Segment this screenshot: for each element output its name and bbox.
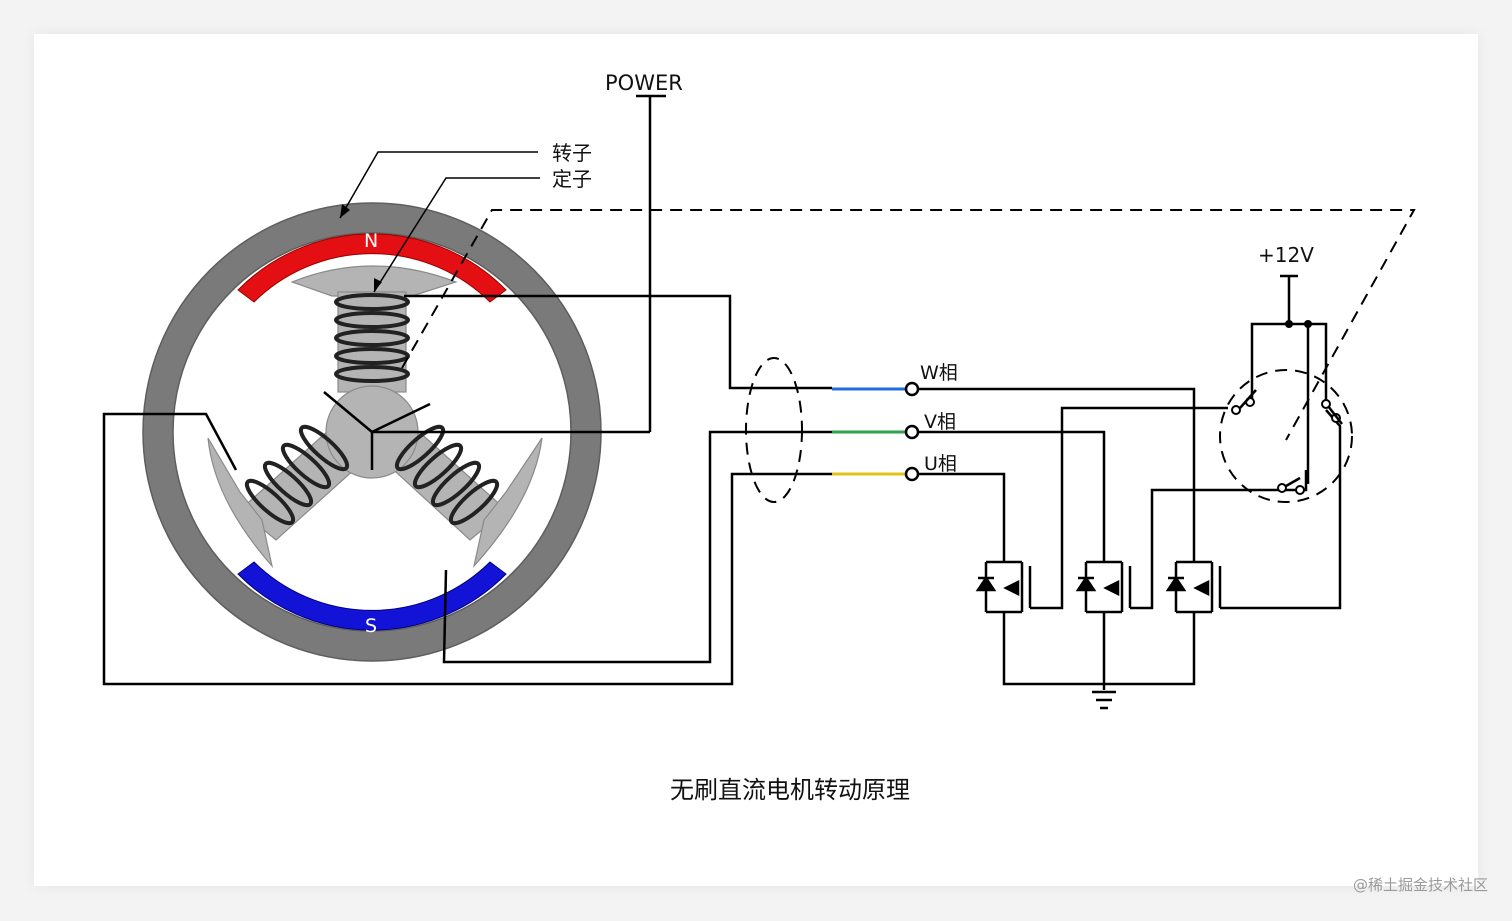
south-magnet xyxy=(237,561,507,631)
cable-bundle xyxy=(745,357,803,503)
watermark: @稀土掘金技术社区 xyxy=(1352,876,1488,894)
u-phase-label: U相 xyxy=(924,453,957,475)
stator-label: 定子 xyxy=(552,167,592,191)
supply-junctions xyxy=(1285,320,1312,328)
position-feedback xyxy=(401,209,1416,441)
phase-terminals xyxy=(904,381,920,482)
south-label: S xyxy=(365,615,377,637)
ground-icon xyxy=(1092,690,1116,710)
leader-arrows xyxy=(340,204,382,292)
rotor-label: 转子 xyxy=(552,141,592,165)
north-label: N xyxy=(364,230,378,252)
gate-wire-u xyxy=(1052,406,1228,610)
stator-core xyxy=(207,265,543,569)
top-winding xyxy=(334,293,410,383)
driver-wiring xyxy=(918,387,1196,690)
supply-label: +12V xyxy=(1258,243,1314,267)
diagram-caption: 无刷直流电机转动原理 xyxy=(670,776,910,804)
phase-wiring xyxy=(102,94,832,686)
switch-contacts-icon xyxy=(1231,397,1341,495)
mosfet-u-icon xyxy=(975,560,1052,614)
right-winding xyxy=(394,424,500,526)
left-winding xyxy=(244,424,350,526)
mosfet-v-icon xyxy=(1075,470,1308,614)
label-leaders xyxy=(339,151,540,293)
power-label: POWER xyxy=(605,71,683,95)
switch-blades xyxy=(1239,389,1343,488)
w-phase-label: W相 xyxy=(920,362,958,384)
north-magnet xyxy=(237,233,507,303)
v-phase-label: V相 xyxy=(924,411,956,433)
star-connection xyxy=(323,391,650,470)
hall-sensor-disc xyxy=(1219,369,1353,503)
diagram-card xyxy=(34,34,1478,886)
supply-wiring xyxy=(1250,274,1328,484)
